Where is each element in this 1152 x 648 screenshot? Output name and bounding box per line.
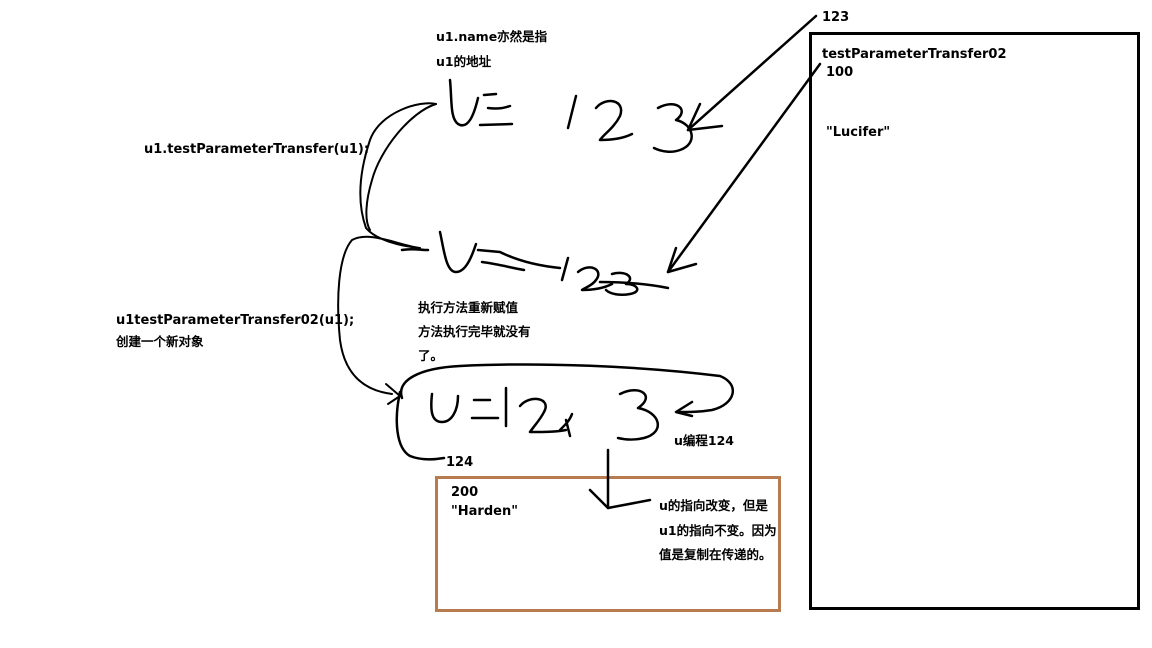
u1-name-note-line2: u1的地址 (436, 54, 492, 69)
arrowhead-123 (686, 102, 724, 132)
call-method1-label: u1.testParameterTransfer(u1); (144, 142, 370, 157)
arrowhead-bottom-u1 (385, 383, 401, 405)
u1-name-note-line1: u1.name亦然是指 (436, 29, 548, 44)
u-changed-label: u编程124 (674, 433, 734, 448)
arrow-123-to-u1 (686, 14, 818, 132)
name-lucifer-label: "Lucifer" (826, 125, 891, 140)
create-new-object-label: 创建一个新对象 (116, 334, 204, 349)
handwritten-u1-eq-124-bottom (395, 363, 735, 461)
arrowhead-u124 (674, 400, 694, 418)
address-100-label: 100 (826, 65, 854, 80)
flow-curve-left (337, 102, 437, 395)
address-200-label: 200 (451, 485, 479, 500)
handwritten-u1-eq-123-middle (400, 230, 670, 297)
name-harden-label: "Harden" (451, 504, 518, 519)
address-124-label: 124 (446, 455, 474, 470)
explain-line1: u的指向改变，但是 (659, 498, 768, 513)
handwritten-u1-eq-123-top (448, 78, 693, 153)
explain-line2: u1的指向不变。因为 (659, 523, 777, 538)
reassign-note-line1: 执行方法重新赋值 (418, 300, 519, 315)
arrowhead-method2 (666, 246, 698, 274)
reassign-note-line3: 了。 (418, 348, 444, 363)
arrowhead-down (588, 488, 652, 510)
heap-object-box (809, 32, 1140, 610)
method2-name-label: testParameterTransfer02 (822, 47, 1007, 62)
reassign-note-line2: 方法执行完毕就没有 (418, 324, 531, 339)
arrow-method2-to-u1 (666, 62, 822, 274)
flow-curve-right (365, 103, 437, 231)
explain-line3: 值是复制在传递的。 (659, 547, 772, 562)
call-method2-label: u1testParameterTransfer02(u1); (116, 313, 355, 328)
address-123-label: 123 (822, 10, 850, 25)
